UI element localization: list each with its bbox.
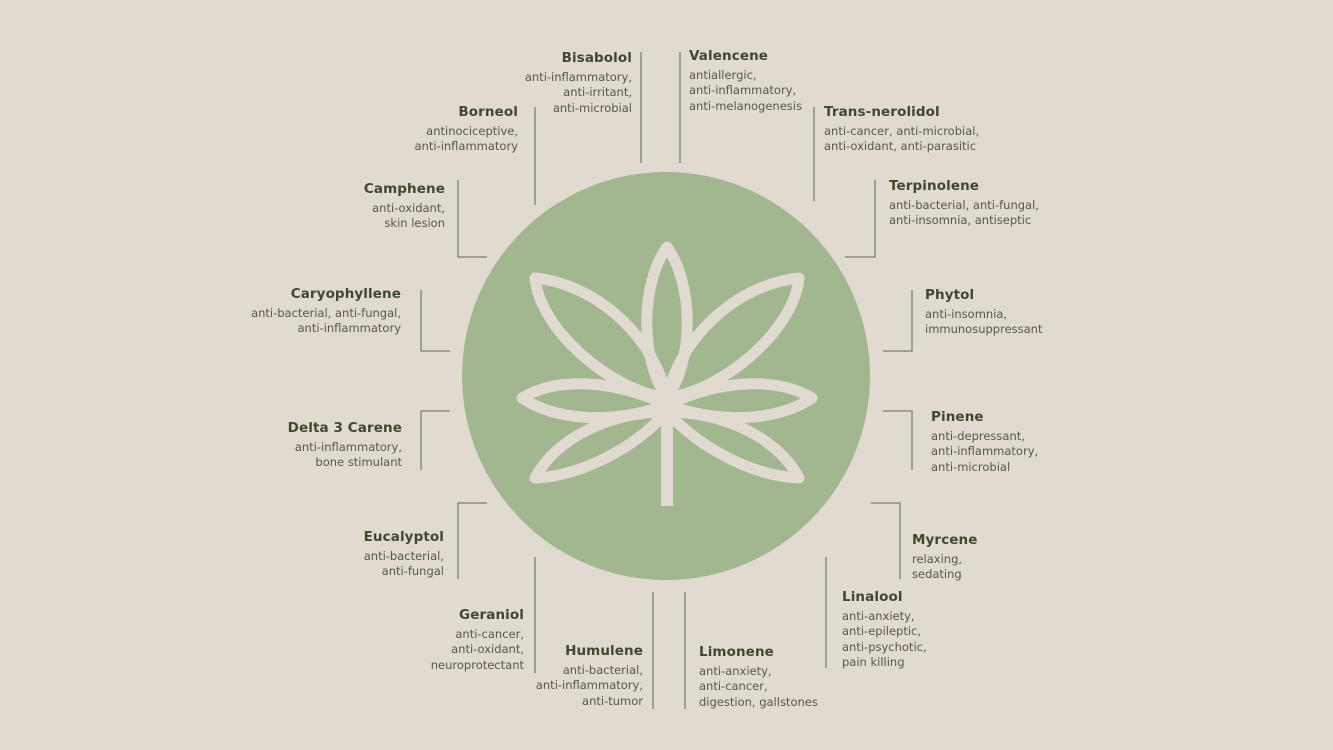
- terpene-effect-line: anti-bacterial,: [562, 663, 643, 677]
- terpene-effect-line: anti-cancer,: [455, 627, 524, 641]
- terpene-effect-line: anti-bacterial, anti-fungal,: [889, 198, 1039, 212]
- connector-line-myrcene: [871, 502, 901, 579]
- terpene-name: Delta 3 Carene: [287, 420, 402, 436]
- terpene-effect-line: antiallergic,: [689, 68, 757, 82]
- terpene-effect-line: anti-psychotic,: [842, 639, 927, 654]
- connector-line-pinene: [883, 410, 913, 470]
- terpene-label-caryophyllene: Caryophyllene anti-bacterial, anti-fungal…: [251, 286, 401, 337]
- terpene-effect-line: neuroprotectant: [430, 657, 524, 672]
- terpene-effect-line: anti-oxidant,: [372, 201, 445, 215]
- terpene-effect-line: anti-irritant,: [563, 85, 632, 100]
- terpene-effect-line: anti-cancer, anti-microbial,: [824, 124, 980, 138]
- connector-line-delta-3-carene: [420, 410, 450, 470]
- terpene-label-borneol: Borneol antinociceptive,anti-inflammatory: [415, 104, 519, 155]
- terpene-effect-line: anti-depressant,: [931, 429, 1025, 443]
- terpene-effect-line: anti-inflammatory,: [524, 70, 632, 84]
- terpene-label-pinene: Pinene anti-depressant,anti-inflammatory,…: [931, 409, 1038, 475]
- terpene-label-myrcene: Myrcene relaxing,sedating: [912, 532, 978, 583]
- terpene-effect-line: anti-anxiety,: [699, 664, 772, 678]
- terpene-name: Geraniol: [459, 607, 524, 623]
- terpene-effect-line: anti-tumor: [582, 693, 643, 708]
- connector-line-camphene: [457, 180, 487, 258]
- terpene-effect-line: anti-cancer,: [699, 679, 768, 694]
- terpene-effect-line: sedating: [912, 567, 962, 582]
- connector-line-phytol: [883, 290, 913, 352]
- terpene-label-eucalyptol: Eucalyptol anti-bacterial,anti-fungal: [364, 529, 444, 580]
- terpene-effect-line: anti-inflammatory,: [931, 444, 1039, 459]
- terpene-label-valencene: Valencene antiallergic,anti-inflammatory,…: [689, 48, 802, 114]
- terpene-label-geraniol: Geraniol anti-cancer,anti-oxidant,neuropr…: [431, 607, 524, 673]
- terpene-name: Myrcene: [912, 532, 978, 548]
- terpene-label-delta-3-carene: Delta 3 Carene anti-inflammatory,bone sti…: [288, 420, 402, 471]
- terpene-label-terpinolene: Terpinolene anti-bacterial, anti-fungal,a…: [889, 178, 1039, 229]
- terpene-effect-line: anti-microbial: [931, 459, 1011, 474]
- cannabis-leaf-icon: [516, 241, 818, 484]
- terpene-name: Phytol: [925, 287, 975, 303]
- terpene-name: Pinene: [931, 409, 984, 425]
- leaf-lower-left: [529, 406, 673, 484]
- terpene-name: Terpinolene: [889, 178, 980, 194]
- terpene-effect-line: anti-melanogenesis: [689, 98, 802, 113]
- leaf-upper-left: [529, 272, 673, 404]
- terpene-effect-line: anti-fungal: [381, 564, 444, 579]
- terpene-name: Caryophyllene: [290, 286, 401, 302]
- terpene-label-bisabolol: Bisabolol anti-inflammatory,anti-irritant…: [525, 50, 632, 116]
- terpene-effect-line: anti-inflammatory,: [535, 678, 643, 693]
- terpene-label-phytol: Phytol anti-insomnia,immunosuppressant: [925, 287, 1042, 338]
- terpene-label-limonene: Limonene anti-anxiety,anti-cancer,digesti…: [699, 644, 818, 710]
- terpene-effect-line: anti-anxiety,: [842, 609, 915, 623]
- terpene-name: Valencene: [689, 48, 769, 64]
- terpene-effect-line: anti-microbial: [552, 100, 632, 115]
- connector-line-caryophyllene: [420, 290, 450, 352]
- terpene-effect-line: anti-bacterial, anti-fungal,: [251, 306, 401, 320]
- terpene-label-trans-nerolidol: Trans-nerolidol anti-cancer, anti-microbi…: [824, 104, 979, 155]
- terpene-effect-line: anti-oxidant,: [451, 642, 524, 657]
- terpene-effect-line: antinociceptive,: [426, 124, 518, 138]
- connector-line-terpinolene: [845, 180, 876, 258]
- terpene-effect-line: anti-insomnia, antiseptic: [889, 213, 1032, 228]
- terpene-name: Borneol: [458, 104, 518, 120]
- terpene-effect-line: bone stimulant: [315, 455, 402, 470]
- terpene-effect-line: anti-inflammatory,: [294, 440, 402, 454]
- terpene-name: Humulene: [565, 643, 643, 659]
- terpene-name: Trans-nerolidol: [824, 104, 940, 120]
- terpene-label-camphene: Camphene anti-oxidant,skin lesion: [364, 181, 445, 232]
- terpene-effect-line: anti-inflammatory,: [689, 83, 797, 98]
- terpene-effect-line: anti-bacterial,: [363, 549, 444, 563]
- terpene-name: Limonene: [699, 644, 774, 660]
- terpene-effect-line: digestion, gallstones: [699, 694, 818, 709]
- terpene-effect-line: pain killing: [842, 655, 905, 670]
- terpene-effect-line: anti-epileptic,: [842, 624, 922, 639]
- connector-line-eucalyptol: [457, 502, 487, 579]
- terpene-name: Eucalyptol: [363, 529, 444, 545]
- terpene-effect-line: anti-insomnia,: [925, 307, 1008, 321]
- terpene-effect-line: immunosuppressant: [925, 322, 1043, 337]
- terpene-effect-line: anti-inflammatory: [297, 321, 402, 336]
- terpene-name: Bisabolol: [561, 50, 632, 66]
- leaf-upper-right: [661, 272, 805, 404]
- terpene-effect-line: relaxing,: [912, 552, 963, 566]
- terpene-label-humulene: Humulene anti-bacterial,anti-inflammatory…: [536, 643, 643, 709]
- terpene-effect-line: anti-inflammatory: [414, 139, 519, 154]
- terpene-label-linalool: Linalool anti-anxiety,anti-epileptic,anti…: [842, 589, 927, 671]
- leaf-lower-right: [661, 406, 805, 484]
- terpene-name: Camphene: [363, 181, 445, 197]
- connector-lines: [420, 52, 913, 709]
- terpene-effect-line: skin lesion: [384, 216, 445, 231]
- terpene-name: Linalool: [842, 589, 903, 605]
- terpene-effect-line: anti-oxidant, anti-parasitic: [824, 139, 977, 154]
